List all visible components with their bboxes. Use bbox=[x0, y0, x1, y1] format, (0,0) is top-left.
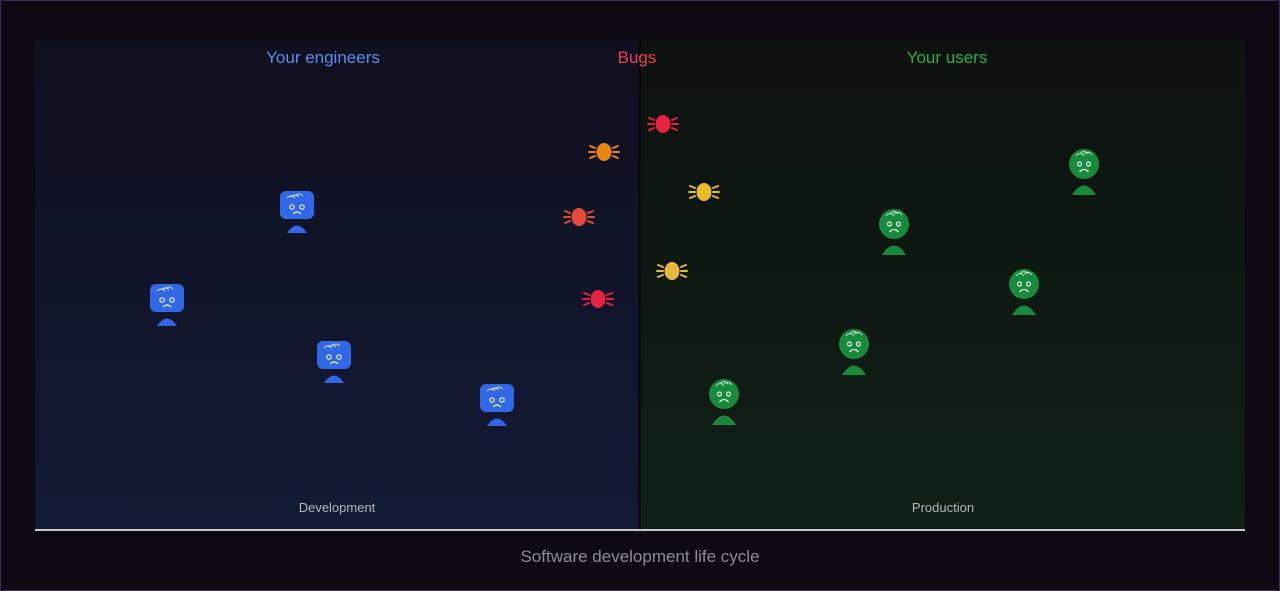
sad-user-icon bbox=[1066, 148, 1102, 196]
bug-icon bbox=[655, 256, 689, 286]
timeline-axis bbox=[35, 529, 1245, 531]
sad-engineer-icon bbox=[279, 190, 315, 234]
bug-icon bbox=[562, 202, 596, 232]
development-label: Development bbox=[298, 500, 376, 515]
engineers-heading: Your engineers bbox=[266, 48, 380, 67]
sad-user-icon bbox=[836, 328, 872, 376]
sad-engineer-icon bbox=[479, 383, 515, 427]
bug-icon bbox=[646, 109, 680, 139]
stage-divider bbox=[638, 40, 641, 530]
sad-user-icon bbox=[876, 208, 912, 256]
production-label: Production bbox=[911, 500, 975, 515]
sad-user-icon bbox=[706, 378, 742, 426]
bugs-heading: Bugs bbox=[617, 48, 657, 67]
bug-icon bbox=[687, 177, 721, 207]
sad-engineer-icon bbox=[316, 340, 352, 384]
sad-user-icon bbox=[1006, 268, 1042, 316]
production-panel bbox=[641, 40, 1245, 530]
users-heading: Your users bbox=[906, 48, 988, 67]
development-panel bbox=[35, 40, 638, 530]
bug-icon bbox=[587, 137, 621, 167]
sad-engineer-icon bbox=[149, 283, 185, 327]
bug-icon bbox=[581, 284, 615, 314]
lifecycle-axis-title: Software development life cycle bbox=[520, 547, 760, 566]
